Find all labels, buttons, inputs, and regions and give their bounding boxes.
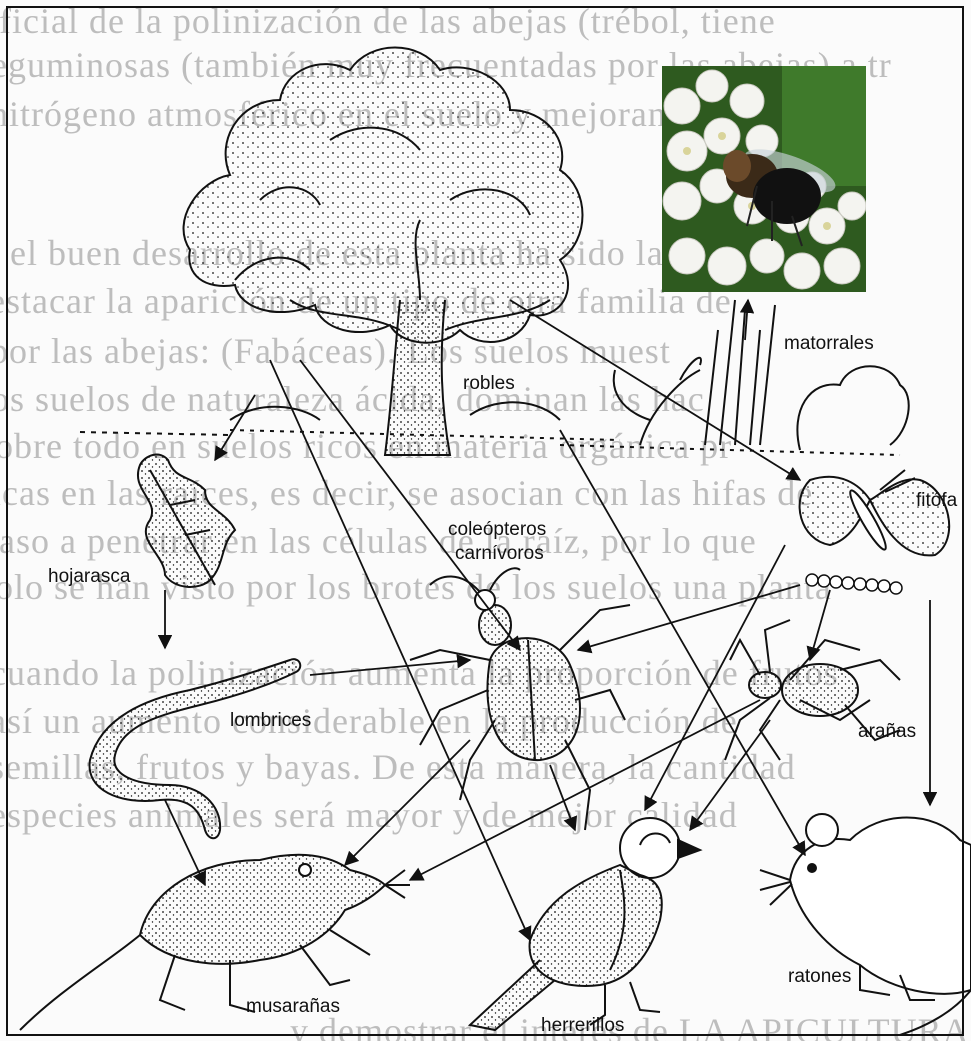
figure-border [6,6,964,1036]
